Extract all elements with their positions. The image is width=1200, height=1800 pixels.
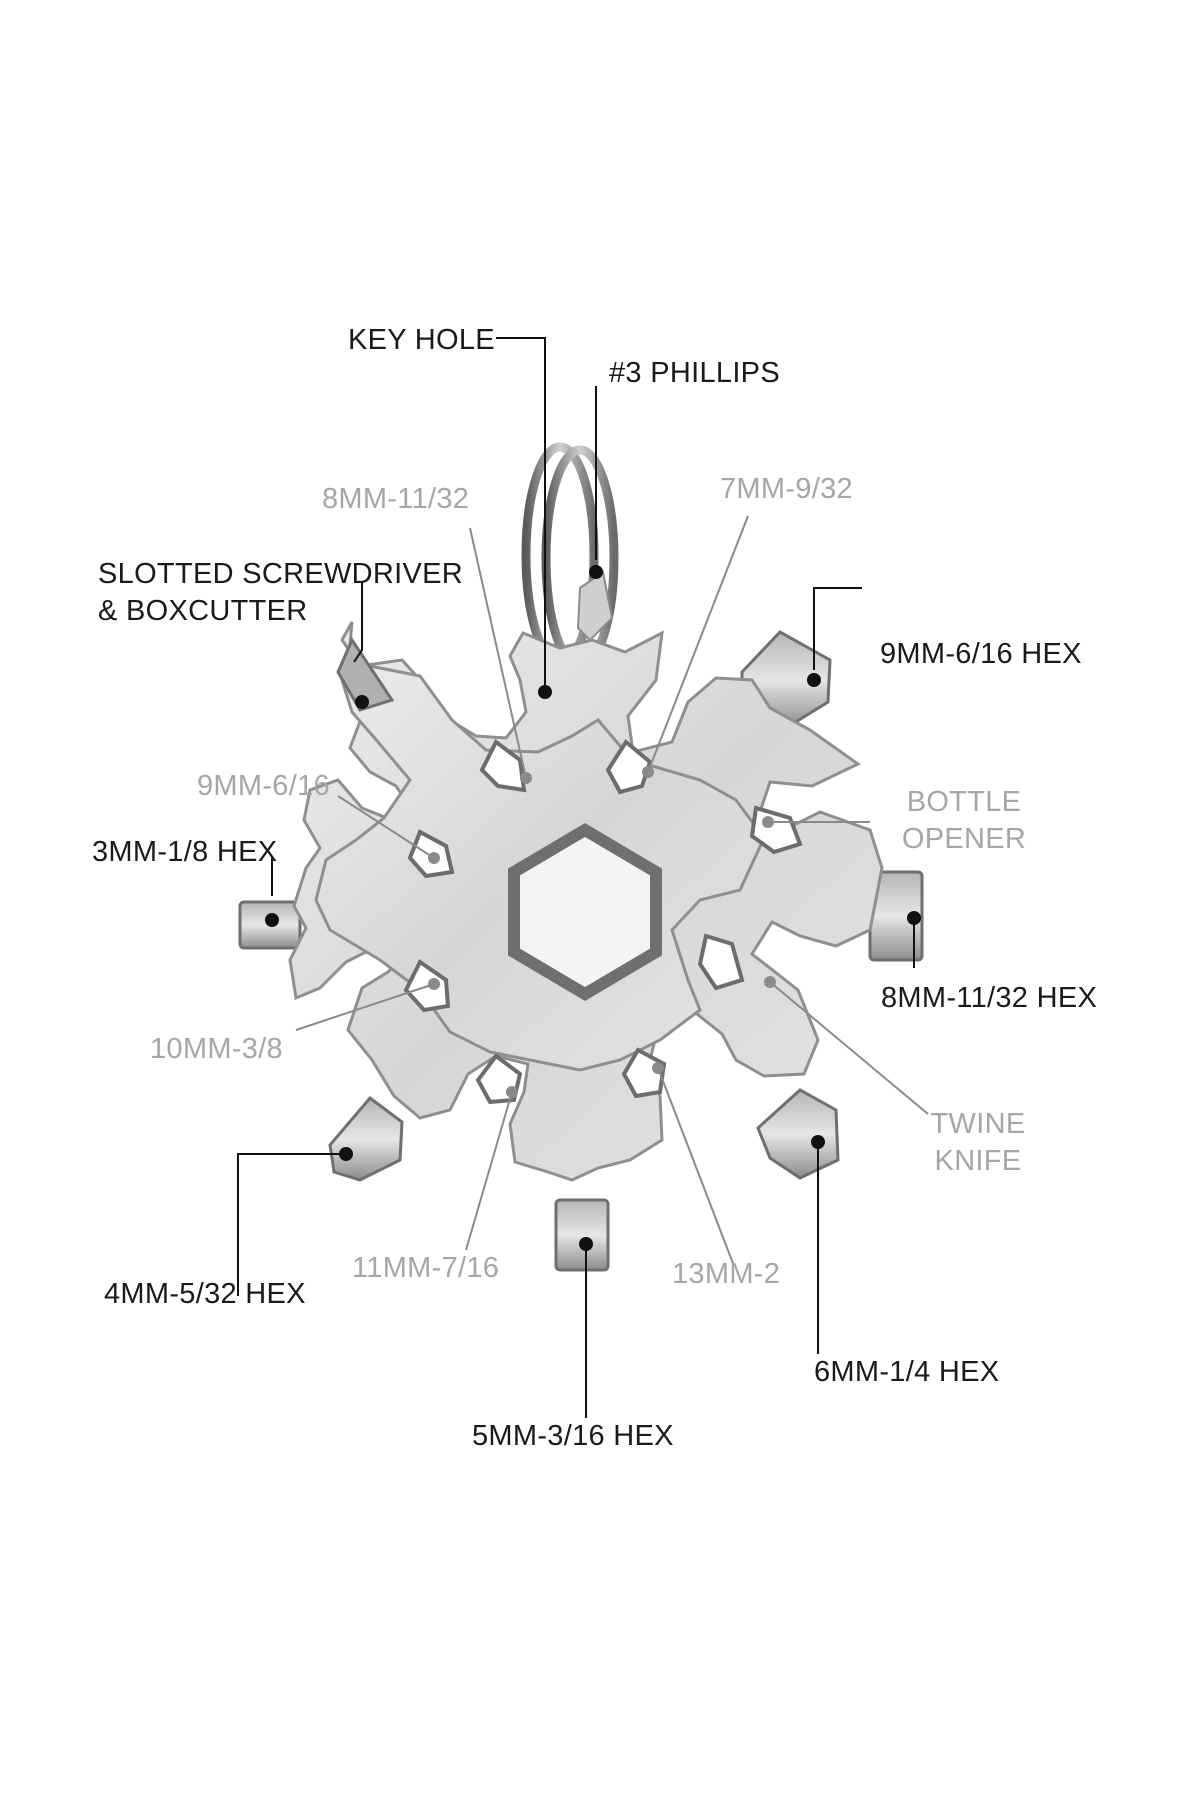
label-bottle-line1: BOTTLE: [906, 786, 1022, 818]
label-hex-9mm: 9MM-6/16 HEX: [880, 638, 1082, 670]
label-wrench-13mm: 13MM-2: [672, 1258, 781, 1290]
label-slotted-line1: SLOTTED SCREWDRIVER: [98, 558, 464, 590]
label-wrench-10mm: 10MM-3/8: [150, 1033, 283, 1065]
label-key-hole: KEY HOLE: [348, 324, 495, 356]
label-hex-3mm: 3MM-1/8 HEX: [92, 836, 278, 868]
label-hex-6mm: 6MM-1/4 HEX: [814, 1356, 1000, 1388]
label-slotted-line2: & BOXCUTTER: [98, 595, 308, 627]
label-bottle-line2: OPENER: [901, 823, 1027, 855]
label-wrench-11mm: 11MM-7/16: [352, 1252, 500, 1284]
label-wrench-9mm: 9MM-6/16: [197, 770, 330, 802]
label-phillips: #3 PHILLIPS: [609, 357, 780, 389]
key-ring-icon: [521, 442, 619, 671]
label-wrench-7mm: 7MM-9/32: [720, 473, 853, 505]
label-twine-line2: KNIFE: [934, 1145, 1022, 1177]
label-wrench-8mm-top: 8MM-11/32: [322, 483, 470, 515]
label-hex-4mm: 4MM-5/32 HEX: [104, 1278, 306, 1310]
snowflake-multitool-icon: [238, 621, 924, 1272]
leader-lines: [237, 337, 929, 1418]
label-hex-5mm: 5MM-3/16 HEX: [472, 1420, 674, 1452]
leader-dots: [265, 565, 921, 1251]
label-hex-8mm: 8MM-11/32 HEX: [881, 982, 1098, 1014]
label-twine-line1: TWINE: [930, 1108, 1026, 1140]
